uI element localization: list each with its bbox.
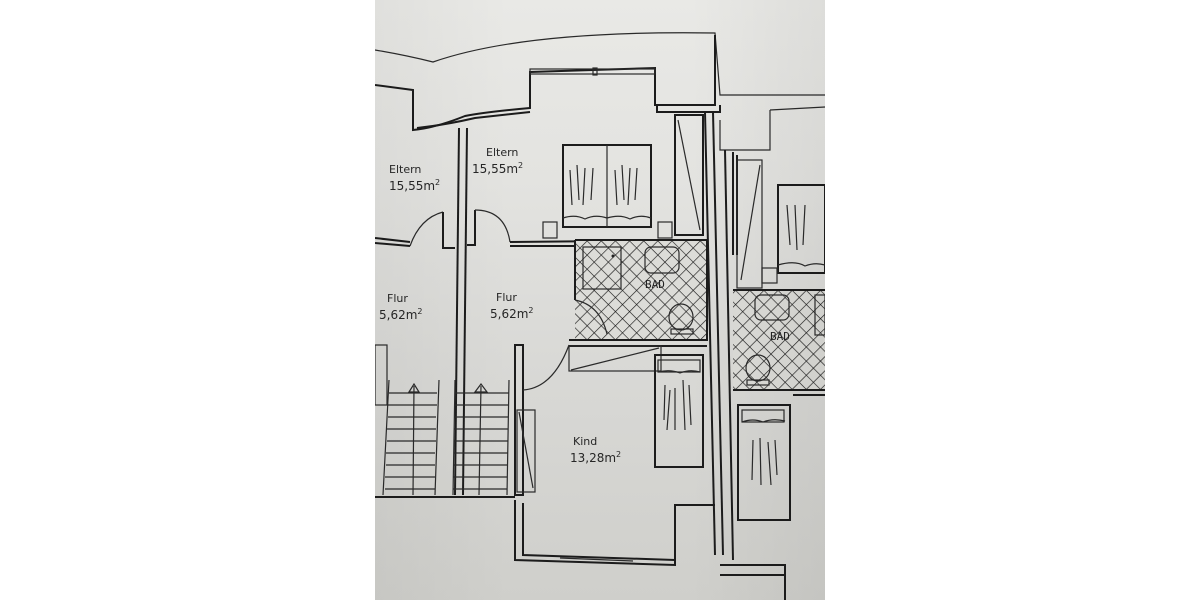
- room-area: 15,55m2: [389, 178, 441, 193]
- room-name: Eltern: [389, 163, 422, 176]
- stairs-center: [452, 379, 510, 496]
- room-label-flur-center: Flur 5,62m2: [490, 291, 534, 321]
- toilet: [668, 303, 694, 331]
- room-label-flur-left: Flur 5,62m2: [379, 292, 423, 322]
- wardrobe: [674, 114, 704, 236]
- room-label-kind: Kind 13,28m2: [570, 435, 621, 465]
- bath-label-center: BAD: [645, 278, 665, 291]
- bath-label-right: BAD: [770, 330, 790, 343]
- cupboard: [516, 409, 536, 493]
- room-name: Flur: [387, 292, 408, 305]
- double-bed-right: [761, 184, 825, 284]
- room-area: 15,55m2: [472, 161, 524, 176]
- single-bed-right: [737, 404, 791, 521]
- room-label-eltern-center: Eltern 15,55m2: [472, 146, 523, 176]
- room-area: 5,62m2: [379, 307, 423, 322]
- room-label-eltern-left: Eltern 15,55m2: [389, 163, 440, 193]
- floor-plan-drawing: [375, 32, 825, 600]
- bathroom-right: [733, 289, 825, 391]
- room-name: Flur: [496, 291, 517, 304]
- floor-plan-photo: Eltern 15,55m2 Eltern 15,55m2 Flur 5,62m…: [375, 0, 825, 600]
- bathroom-center: [574, 239, 708, 341]
- room-name: Kind: [573, 435, 598, 448]
- stairs-left: [382, 379, 440, 496]
- sink: [644, 246, 680, 274]
- single-bed-kind: [654, 354, 704, 468]
- room-name: Eltern: [486, 146, 519, 159]
- shower: [582, 246, 622, 290]
- roof-outline: [375, 32, 825, 96]
- room-area: 13,28m2: [570, 450, 622, 465]
- double-bed: [542, 144, 673, 239]
- room-area: 5,62m2: [490, 306, 534, 321]
